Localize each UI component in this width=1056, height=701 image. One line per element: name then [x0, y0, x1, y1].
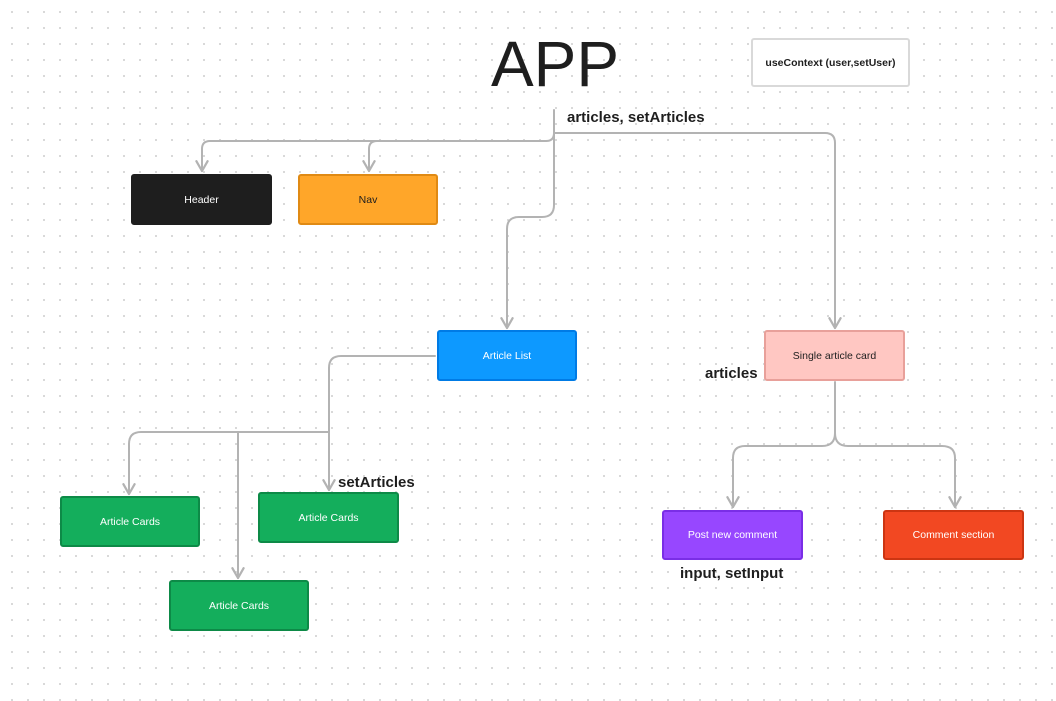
post-new-comment-node[interactable]: Post new comment [662, 510, 803, 560]
connector-single-card-to-comments [834, 432, 962, 509]
article-card-node[interactable]: Article Cards [258, 492, 399, 543]
comment-state-label: input, setInput [680, 565, 784, 582]
connector-app-to-article-list [500, 132, 555, 330]
article-card-node[interactable]: Article Cards [169, 580, 309, 631]
connector-app-to-nav [362, 140, 378, 173]
single-article-card-node[interactable]: Single article card [764, 330, 905, 381]
article-card-node[interactable]: Article Cards [60, 496, 200, 547]
connector-app-to-header [195, 132, 555, 173]
connector-list-branch [328, 355, 436, 433]
comment-section-node[interactable]: Comment section [883, 510, 1024, 560]
context-box[interactable]: useContext (user,setUser) [751, 38, 910, 87]
connector-single-card-stem [726, 381, 836, 509]
header-node[interactable]: Header [131, 174, 272, 225]
article-list-node[interactable]: Article List [437, 330, 577, 381]
connector-list-to-card-1 [122, 431, 330, 496]
nav-node[interactable]: Nav [298, 174, 438, 225]
single-card-prop-label: articles [705, 365, 758, 382]
app-title: APP [490, 28, 620, 100]
set-articles-prop-label: setArticles [338, 474, 415, 491]
connector-app-to-single-card [553, 132, 842, 330]
app-state-label: articles, setArticles [567, 109, 705, 126]
